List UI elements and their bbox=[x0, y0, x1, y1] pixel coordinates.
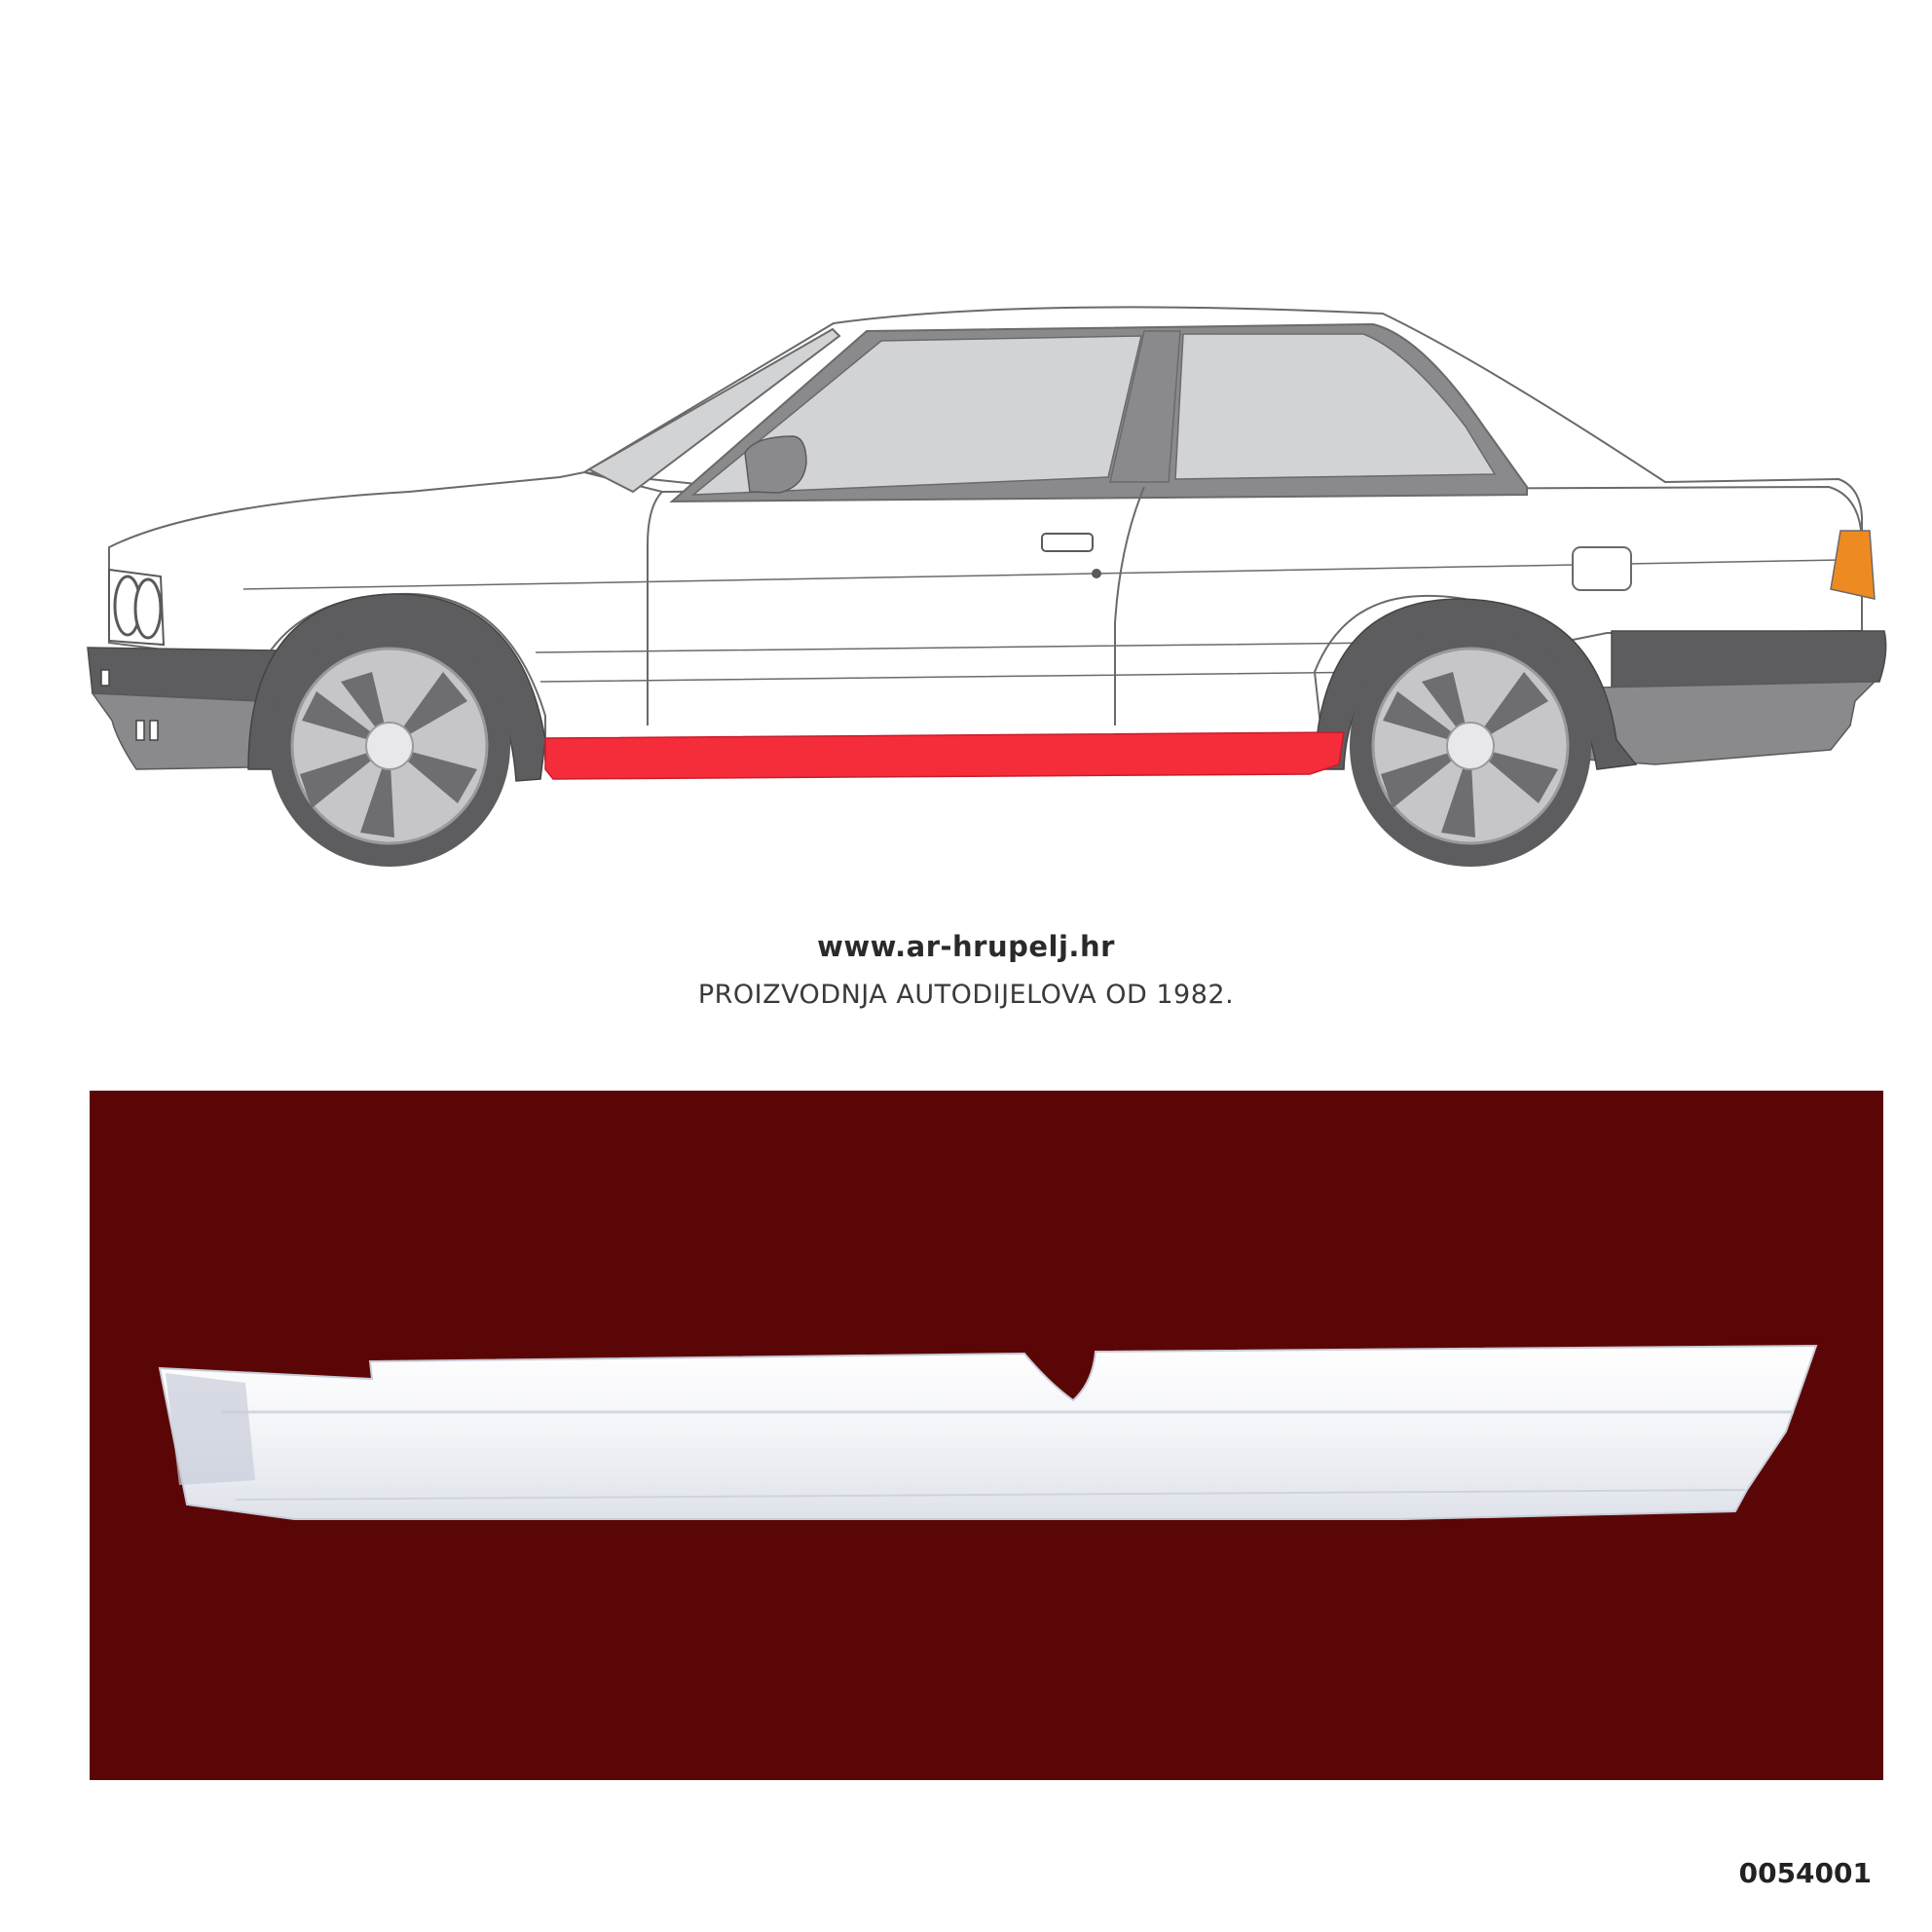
part-end-shading bbox=[166, 1373, 255, 1485]
front-wheel bbox=[269, 625, 510, 867]
rear-wheel bbox=[1350, 625, 1591, 867]
rear-valance bbox=[1586, 681, 1876, 765]
fog-light-1 bbox=[135, 720, 145, 741]
website-url[interactable]: www.ar-hrupelj.hr bbox=[817, 930, 1115, 963]
company-tagline: PROIZVODNJA AUTODIJELOVA OD 1982. bbox=[697, 980, 1235, 1010]
fog-light-2 bbox=[149, 720, 159, 741]
front-bumper bbox=[87, 647, 279, 702]
rocker-panel-part bbox=[158, 1344, 1818, 1520]
rear-side-window bbox=[1174, 333, 1497, 480]
product-photo bbox=[90, 1091, 1883, 1780]
door-line-front bbox=[647, 491, 663, 725]
fuel-flap bbox=[1572, 546, 1632, 591]
side-mirror bbox=[744, 435, 807, 494]
rocker-panel-highlight bbox=[544, 731, 1345, 780]
part-number: 0054001 bbox=[1738, 1857, 1872, 1889]
rear-bumper bbox=[1611, 630, 1887, 688]
front-valance bbox=[91, 692, 259, 770]
door-handle bbox=[1041, 533, 1094, 552]
rear-indicator bbox=[1830, 530, 1876, 600]
lower-crease bbox=[535, 642, 1384, 683]
windshield bbox=[586, 327, 841, 494]
part-lower-edge bbox=[235, 1489, 1746, 1501]
door-line-rear bbox=[1114, 486, 1145, 725]
b-pillar bbox=[1109, 330, 1181, 483]
marker-light bbox=[100, 669, 110, 687]
door-lock bbox=[1092, 569, 1101, 578]
headlight-right bbox=[133, 577, 163, 640]
